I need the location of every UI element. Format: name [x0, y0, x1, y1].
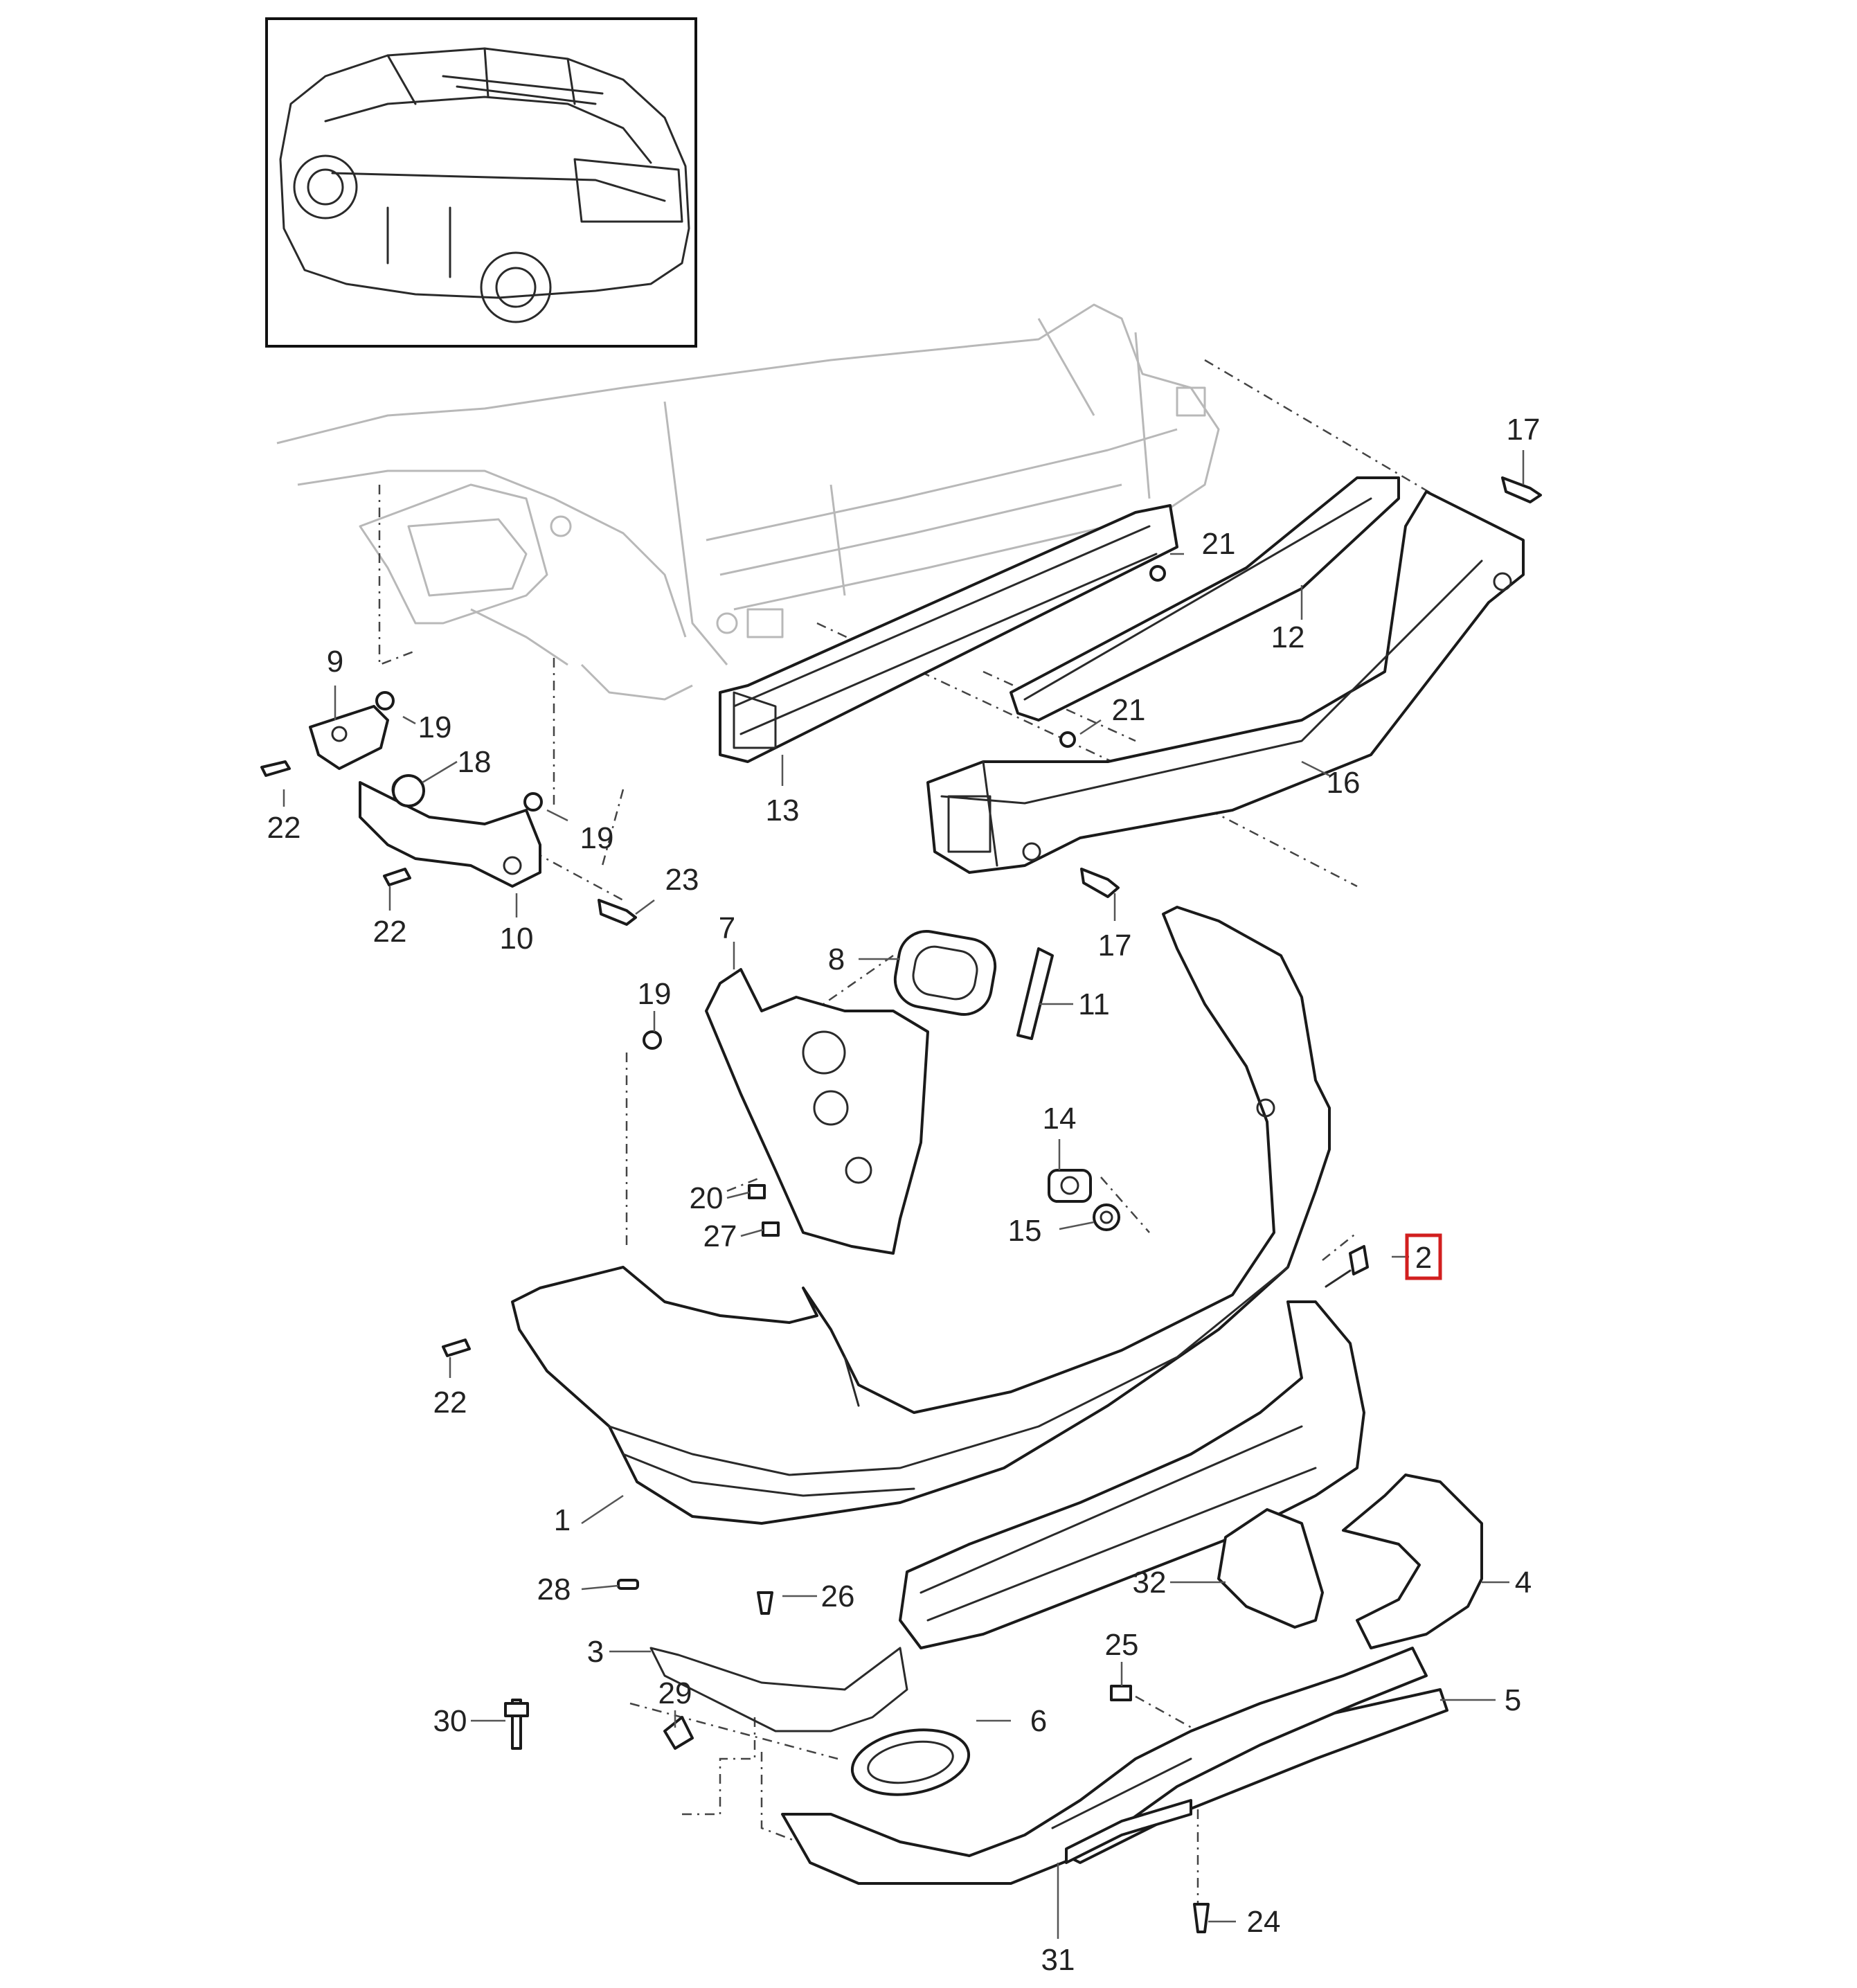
callout-labels: 1 2 3 4 5 6 7 8 9 10 11 12 13 14 15 16 1… — [267, 413, 1541, 1977]
callout-2[interactable]: 2 — [1415, 1241, 1432, 1275]
callout-4[interactable]: 4 — [1515, 1566, 1532, 1600]
vehicle-overview-inset — [265, 17, 697, 348]
callout-6[interactable]: 6 — [1030, 1704, 1047, 1738]
callout-28[interactable]: 28 — [537, 1573, 571, 1606]
callout-7[interactable]: 7 — [719, 911, 735, 945]
callout-11[interactable]: 11 — [1078, 987, 1110, 1021]
callout-16[interactable]: 16 — [1327, 766, 1361, 800]
part-2-cap — [1325, 1245, 1369, 1288]
callout-8[interactable]: 8 — [828, 942, 845, 976]
callout-leader-lines — [282, 450, 1525, 1939]
callout-9[interactable]: 9 — [327, 645, 343, 679]
callout-27[interactable]: 27 — [703, 1219, 737, 1253]
part-14-parking-sensor — [1048, 1169, 1092, 1203]
part-15-seal-ring — [1093, 1203, 1120, 1231]
callout-22-lower[interactable]: 22 — [433, 1386, 467, 1420]
fasteners — [260, 476, 1542, 1933]
callout-5[interactable]: 5 — [1505, 1683, 1521, 1717]
callout-24[interactable]: 24 — [1247, 1905, 1281, 1939]
callout-12[interactable]: 12 — [1271, 620, 1305, 654]
callout-18[interactable]: 18 — [458, 745, 492, 779]
part-lower-diffuser — [781, 1647, 1428, 1885]
callout-21-upper[interactable]: 21 — [1202, 527, 1236, 561]
callout-30[interactable]: 30 — [433, 1704, 467, 1738]
callout-10[interactable]: 10 — [500, 922, 534, 956]
callout-17-upper[interactable]: 17 — [1507, 413, 1541, 447]
callout-17-lower[interactable]: 17 — [1098, 929, 1132, 962]
callout-15[interactable]: 15 — [1008, 1214, 1042, 1248]
callout-14[interactable]: 14 — [1043, 1102, 1077, 1136]
callout-19-left[interactable]: 19 — [418, 710, 452, 744]
part-31-trim-strip — [1065, 1799, 1192, 1864]
part-1-bumper-cover — [511, 906, 1331, 1525]
callout-23[interactable]: 23 — [665, 863, 699, 897]
callout-1[interactable]: 1 — [554, 1503, 571, 1537]
part-4-side-panel — [1342, 1474, 1483, 1649]
callout-26[interactable]: 26 — [821, 1579, 855, 1613]
part-10-mounting-bracket — [359, 776, 541, 888]
part-12-guide-rail — [1010, 476, 1400, 722]
part-6-tailpipe-trim — [850, 1728, 971, 1796]
part-7-side-guide — [705, 968, 929, 1255]
part-8-grommet — [893, 930, 997, 1016]
callout-2-highlight-box — [1405, 1233, 1442, 1280]
callout-25[interactable]: 25 — [1105, 1628, 1139, 1662]
callout-13[interactable]: 13 — [766, 794, 800, 827]
part-16-bumper-crossmember — [926, 490, 1525, 874]
callout-32[interactable]: 32 — [1133, 1566, 1167, 1600]
callout-3[interactable]: 3 — [587, 1635, 604, 1669]
callout-21-lower[interactable]: 21 — [1112, 693, 1146, 727]
callout-29[interactable]: 29 — [658, 1676, 692, 1710]
callout-20[interactable]: 20 — [690, 1181, 724, 1215]
callout-19-lower[interactable]: 19 — [638, 977, 672, 1011]
part-32-air-deflector — [1217, 1508, 1324, 1629]
callout-22-left[interactable]: 22 — [267, 811, 301, 845]
part-11-holder-strip — [1016, 947, 1054, 1040]
part-9-bracket — [309, 705, 389, 770]
vehicle-rear-body-structure — [276, 303, 1220, 701]
callout-19-middle[interactable]: 19 — [580, 821, 614, 855]
callout-22-middle[interactable]: 22 — [373, 915, 407, 949]
callout-31[interactable]: 31 — [1041, 1943, 1075, 1977]
part-3-lower-trim — [649, 1300, 1365, 1732]
part-13-bumper-carrier-inner — [719, 504, 1178, 763]
